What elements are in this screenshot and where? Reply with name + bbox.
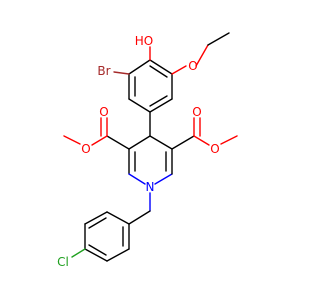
bond (149, 65, 168, 78)
bond (149, 98, 173, 113)
bond-alkoxy-o-methyl (220, 135, 238, 145)
bond (149, 95, 168, 107)
bond (106, 135, 130, 150)
atom-label-ester-left-alkoxy-o: O (81, 142, 90, 156)
bond (88, 244, 107, 256)
bond (84, 211, 108, 225)
atom-label-ring-n: N (146, 180, 155, 194)
bond-to-alkoxy-o (91, 135, 108, 146)
atom-label-br: Br (97, 64, 110, 78)
bond (84, 248, 108, 262)
bond (128, 210, 151, 225)
atom-label-ester-right-carbonyl-o: O (192, 105, 201, 119)
bond-to-alkoxy-o (193, 135, 210, 146)
bond (88, 217, 107, 229)
bond (149, 59, 173, 75)
atom-label-ester-left-carbonyl-o: O (99, 105, 108, 119)
bonds (63, 32, 238, 262)
bond (106, 248, 130, 262)
bond (128, 98, 151, 113)
bond-ether-o-ch2 (195, 44, 209, 67)
molecule-structure-diagram: Br HO O O O O O N Cl (57, 32, 238, 269)
atom-labels: Br HO O O O O O N Cl (57, 34, 220, 269)
atom-label-ester-right-alkoxy-o: O (210, 142, 219, 156)
atom-label-ether-o: O (188, 59, 197, 73)
bond (207, 32, 230, 46)
bond (149, 135, 173, 150)
bond-to-cl (71, 248, 86, 258)
bond (128, 135, 151, 150)
atom-label-hydroxyl: HO (135, 34, 153, 48)
bond-alkoxy-o-methyl (63, 135, 81, 145)
bond (171, 135, 195, 150)
bond-to-ether-o (171, 65, 187, 75)
bond-to-br (113, 71, 130, 75)
bond-to-n (128, 173, 146, 185)
bond-to-n (154, 173, 173, 185)
bond (106, 211, 130, 225)
atom-label-cl: Cl (57, 255, 69, 269)
bond (128, 59, 151, 75)
